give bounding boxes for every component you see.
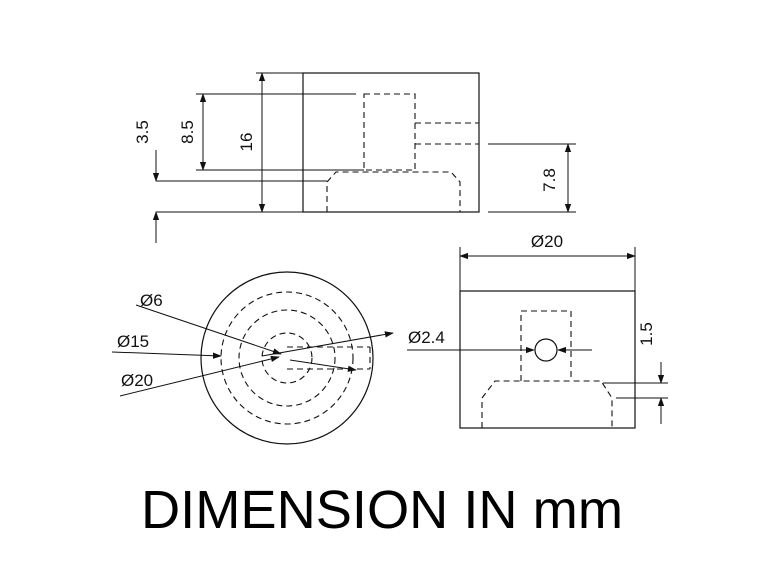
front-view-extension-lines [459,247,636,291]
leader-dia6-cross [261,331,394,357]
side-view-extension-lines [156,72,364,213]
dim-label-dia20-left: Ø20 [121,371,153,390]
front-view-outline [459,290,636,429]
dim-label-7-8: 7.8 [540,168,559,192]
side-view-outline [302,72,480,213]
dim-label-dia20-top: Ø20 [531,232,563,251]
plan-hidden-circle-d15 [220,291,354,425]
dim-label-1-5: 1.5 [637,322,656,346]
units-caption: DIMENSION IN mm [141,480,623,540]
dim-label-8-5: 8.5 [178,120,197,144]
plan-outer-circle-d20 [200,271,374,445]
leader-dia6 [135,304,282,355]
side-view-base-recess-hidden [326,171,461,212]
side-view-bore-hidden [363,93,416,171]
side-view-right-extension-lines [488,143,576,213]
dim-label-3-5: 3.5 [133,120,152,144]
dim-label-dia15: Ø15 [117,332,149,351]
side-view-pin-hole-hidden [415,122,479,145]
plan-hidden-circle-d6 [261,332,313,384]
front-view-pin-hole [534,338,558,362]
plan-pin-hole-hidden [287,346,371,370]
dim-label-dia2-4: Ø2.4 [408,328,445,347]
front-view: Ø20 Ø2.4 1.5 [407,232,668,429]
leader-dia15 [111,351,222,359]
front-view-base-recess-hidden [481,380,613,428]
dim-label-16: 16 [237,133,256,152]
leader-dia20 [119,355,280,397]
plan-view: Ø6 Ø15 Ø20 [111,271,394,445]
dim-label-dia6: Ø6 [140,291,163,310]
side-view: 16 8.5 3.5 7.8 [133,72,576,243]
front-view-bore-hidden [520,310,572,381]
plan-hidden-circle-mid [238,309,336,407]
leader-inner-cross [289,359,357,372]
